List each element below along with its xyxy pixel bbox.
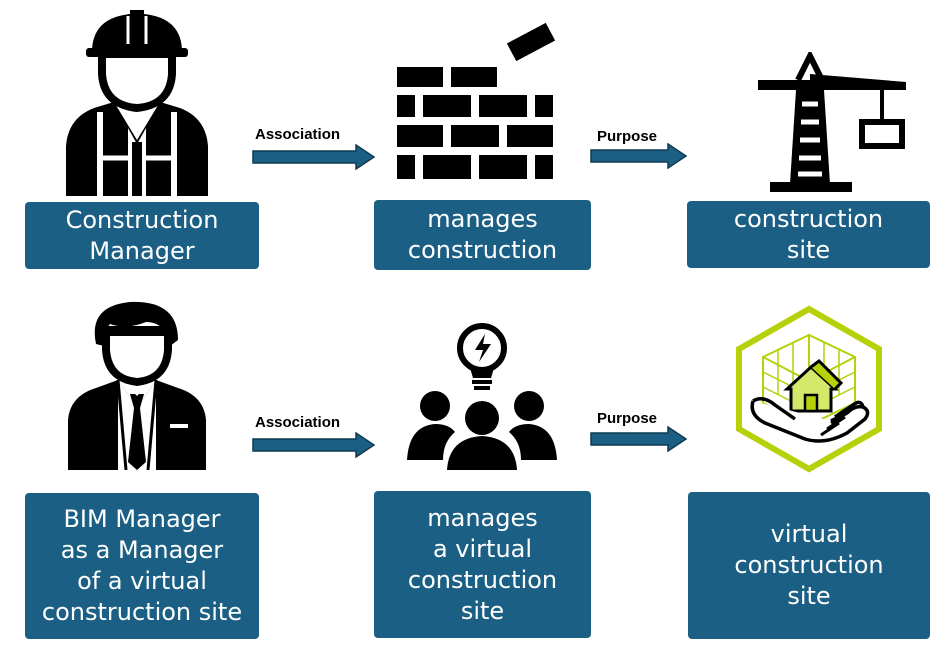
- business-manager-icon: [68, 301, 206, 470]
- construction-worker-icon: [66, 10, 208, 196]
- purpose-label: Purpose: [597, 128, 658, 145]
- association-label: Association: [255, 414, 341, 431]
- box-line: site: [786, 235, 831, 264]
- box-line: construction: [407, 565, 558, 594]
- arrow-right-icon: [252, 144, 376, 170]
- box-line: manages: [427, 205, 538, 233]
- arrow-right-icon: [590, 426, 688, 452]
- box-line: of a virtual: [77, 567, 207, 595]
- box-line: site: [787, 582, 831, 610]
- tower-crane-icon: [758, 52, 906, 192]
- box-line: construction: [734, 551, 884, 579]
- box-line: construction: [733, 204, 884, 233]
- box-line: a virtual: [432, 534, 533, 563]
- box-line: virtual: [770, 520, 848, 548]
- bim-manager-box: BIM Manager as a Manager of a virtual co…: [25, 493, 259, 639]
- manages-virtual-site-box: manages a virtual construction site: [374, 491, 591, 638]
- bim-house-icon: [736, 305, 882, 473]
- box-line: construction site: [41, 598, 243, 626]
- brick-wall-icon: [397, 22, 556, 179]
- purpose-label: Purpose: [597, 410, 658, 427]
- box-line: as a Manager: [60, 536, 224, 564]
- box-line: BIM Manager: [63, 505, 221, 533]
- construction-site-box: construction site: [687, 201, 930, 268]
- team-idea-icon: [407, 323, 557, 470]
- manages-construction-box: manages construction: [374, 200, 591, 270]
- virtual-construction-site-box: virtual construction site: [688, 492, 930, 639]
- box-line: Manager: [89, 236, 195, 265]
- box-line: site: [460, 596, 505, 625]
- arrow-right-icon: [252, 432, 376, 458]
- arrow-right-icon: [590, 143, 688, 169]
- association-label: Association: [255, 126, 341, 143]
- box-line: Construction: [65, 205, 219, 234]
- construction-manager-box: Construction Manager: [25, 202, 259, 269]
- box-line: construction: [407, 236, 558, 264]
- box-line: manages: [427, 503, 538, 532]
